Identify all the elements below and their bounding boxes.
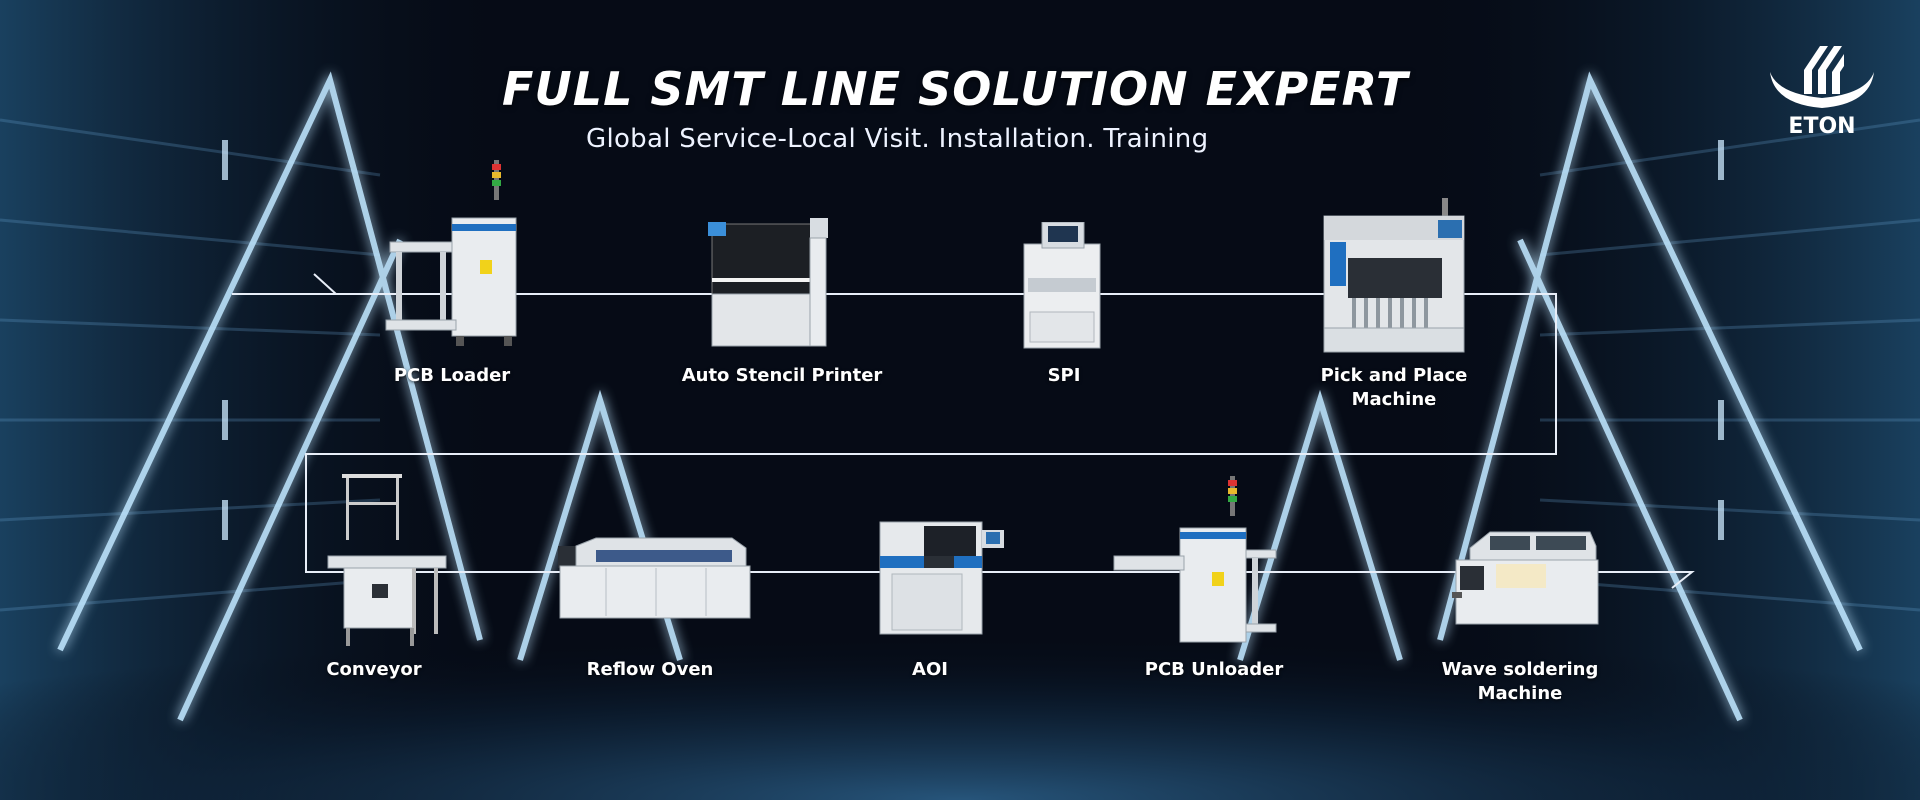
banner-title: FULL SMT LINE SOLUTION EXPERT — [502, 62, 1409, 116]
label-spi: SPI — [1047, 365, 1081, 386]
pcb-unloader-icon — [1113, 476, 1277, 643]
label-pcb-unloader: PCB Unloader — [1144, 659, 1284, 680]
conveyor-icon — [327, 474, 447, 646]
eton-logo: ETON — [1764, 42, 1880, 144]
label-auto-stencil-printer: Auto Stencil Printer — [681, 365, 883, 386]
eton-logo-icon — [1770, 46, 1874, 108]
reflow-oven-icon — [558, 537, 751, 619]
spi-icon — [1023, 222, 1101, 349]
label-pcb-loader: PCB Loader — [393, 365, 511, 386]
banner-subtitle: Global Service-Local Visit. Installation… — [586, 124, 1209, 154]
logo-text: ETON — [1788, 114, 1856, 139]
pcb-loader-icon — [385, 160, 517, 346]
aoi-icon — [879, 521, 1004, 635]
label-wave-soldering: Wave soldering Machine — [1441, 659, 1599, 704]
pick-and-place-icon — [1323, 198, 1465, 353]
label-pick-and-place: Pick and Place Machine — [1320, 365, 1468, 410]
label-reflow-oven: Reflow Oven — [586, 659, 714, 680]
stencil-printer-icon — [708, 218, 828, 347]
label-aoi: AOI — [912, 659, 948, 680]
wave-soldering-icon — [1452, 531, 1599, 625]
label-conveyor: Conveyor — [326, 659, 422, 680]
